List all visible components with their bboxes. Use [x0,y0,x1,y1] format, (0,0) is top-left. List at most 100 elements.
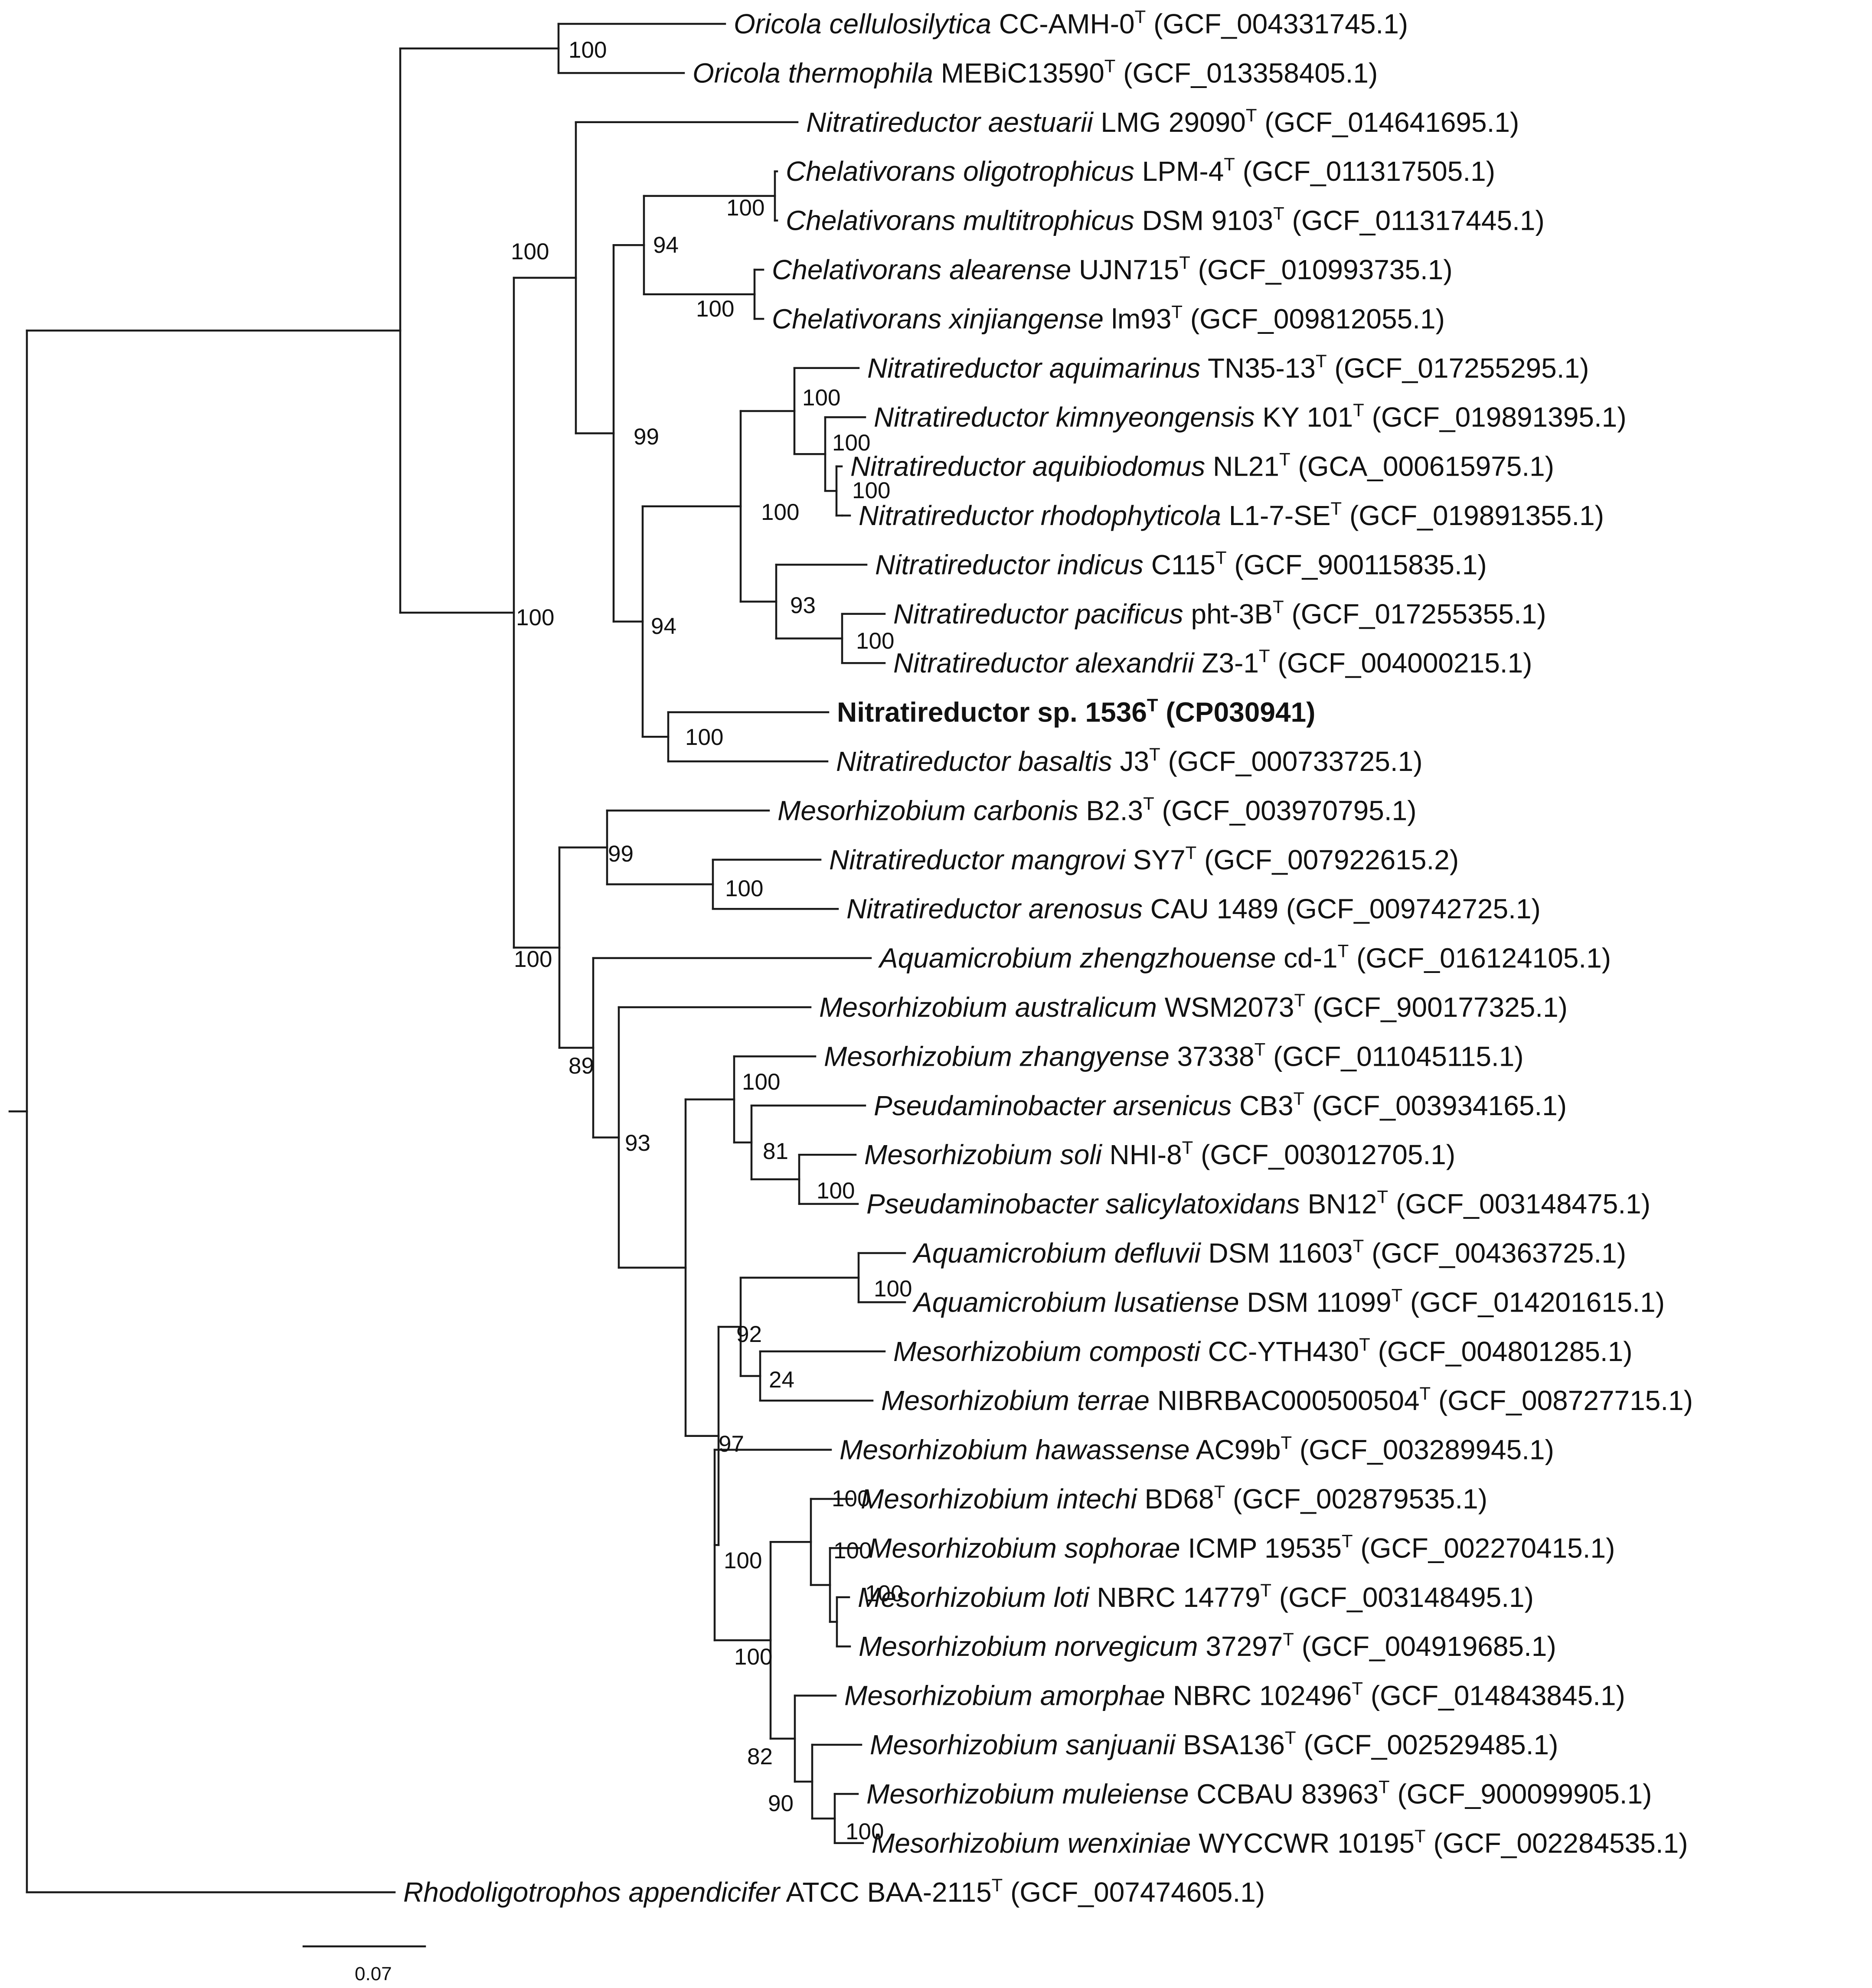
space [1364,1237,1372,1269]
type-strain-marker: T [1215,547,1227,568]
bootstrap-value: 100 [742,1069,780,1095]
space [1158,697,1166,728]
leaf-label: Nitratireductor sp. 1536T (CP030941) [837,695,1315,728]
space [1290,451,1298,482]
accession: (GCF_003148495.1) [1279,1582,1534,1613]
strain-id: J3 [1120,746,1149,777]
strain-id: NBRC 102496 [1173,1680,1352,1711]
type-strain-marker: T [1273,597,1284,617]
species-name: Pseudaminobacter salicylatoxidans [866,1188,1300,1220]
type-strain-marker: T [1316,351,1327,371]
bootstrap-value: 100 [761,499,799,525]
space [1146,8,1153,39]
strain-id: KY 101 [1262,402,1353,433]
leaf-label: Nitratireductor aquibiodomus NL21T (GCA_… [850,449,1554,482]
type-strain-marker: T [1246,105,1257,125]
strain-id: Z3-1 [1202,647,1259,679]
type-strain-marker: T [1143,793,1154,813]
accession: (GCF_014201615.1) [1410,1286,1665,1318]
leaf-label: Aquamicrobium zhengzhouense cd-1T (GCF_0… [878,941,1611,974]
leaf-label: Mesorhizobium loti NBRC 14779T (GCF_0031… [858,1580,1534,1613]
strain-id: MEBiC13590 [941,57,1104,88]
accession: (GCF_900099905.1) [1397,1778,1652,1809]
type-strain-marker: T [1214,1482,1225,1502]
space [1426,1828,1434,1859]
strain-id: BN12 [1307,1188,1377,1220]
accession: (GCF_004331745.1) [1153,8,1408,39]
species-name: Nitratireductor mangrovi [829,844,1126,875]
species-name: Chelativorans multitrophicus [786,205,1134,236]
type-strain-marker: T [1352,1678,1363,1699]
space [1134,205,1142,236]
strain-id: CC-AMH-0 [999,8,1135,39]
space [1296,1729,1304,1760]
strain-id: WSM2073 [1165,992,1294,1023]
accession: (GCF_002529485.1) [1304,1729,1558,1760]
species-name: Mesorhizobium carbonis [778,795,1078,826]
type-strain-marker: T [1392,1285,1403,1305]
space [1170,1041,1177,1072]
bootstrap-value: 100 [725,876,763,901]
bootstrap-value: 82 [747,1744,773,1769]
bootstrap-value: 100 [568,37,607,63]
species-name: Nitratireductor aquibiodomus [850,451,1205,482]
species-name: Chelativorans xinjiangense [772,303,1104,334]
space [1137,1483,1145,1515]
space [1183,303,1190,334]
strain-id: UJN715 [1079,254,1179,285]
space [1270,647,1278,679]
species-name: Nitratireductor aquimarinus [867,353,1200,384]
leaf-label: Oricola cellulosilytica CC-AMH-0T (GCF_0… [734,7,1408,39]
type-strain-marker: T [1135,7,1146,27]
type-strain-marker: T [1331,498,1342,519]
space [1134,156,1142,187]
accession: (GCF_004801285.1) [1378,1336,1633,1367]
bootstrap-value: 24 [769,1367,794,1393]
type-strain-marker: T [1186,842,1197,863]
space [1221,500,1229,531]
accession: (GCF_008727715.1) [1438,1385,1693,1416]
type-strain-marker: T [1182,1137,1193,1158]
species-name: Mesorhizobium loti [858,1582,1090,1613]
leaf-label: Oricola thermophila MEBiC13590T (GCF_013… [693,55,1378,88]
species-name: Nitratireductor alexandrii [893,647,1195,679]
strain-id: CC-YTH430 [1208,1336,1359,1367]
space [1201,1237,1209,1269]
space [1276,943,1284,974]
type-strain-marker: T [1104,55,1116,76]
type-strain-marker: T [1294,990,1306,1010]
leaf-label: Mesorhizobium sophorae ICMP 19535T (GCF_… [869,1531,1615,1564]
type-strain-marker: T [1359,1334,1370,1355]
type-strain-marker: T [1224,154,1235,174]
space [1227,549,1235,580]
species-name: Mesorhizobium hawassense [840,1434,1190,1466]
accession: (GCF_017255355.1) [1291,598,1546,630]
bootstrap-value: 100 [852,478,890,503]
space [1363,1680,1371,1711]
leaf-labels: Oricola cellulosilytica CC-AMH-0T (GCF_0… [403,7,1693,1908]
leaf-label: Mesorhizobium muleiense CCBAU 83963T (GC… [866,1776,1652,1809]
leaf-label: Rhodoligotrophos appendicifer ATCC BAA-2… [403,1875,1265,1908]
leaf-label: Nitratireductor arenosus CAU 1489 (GCF_0… [846,893,1541,924]
space [1175,1729,1183,1760]
leaf-label: Mesorhizobium terrae NIBRBAC000500504T (… [881,1383,1693,1416]
accession: (GCF_004000215.1) [1277,647,1532,679]
bootstrap-value: 100 [874,1276,912,1302]
space [1205,451,1213,482]
species-name: Chelativorans oligotrophicus [786,156,1134,187]
bootstrap-value: 100 [856,628,894,654]
strain-id: NBRC 14779 [1097,1582,1260,1613]
type-strain-marker: T [1294,1088,1305,1109]
bootstrap-value: 100 [832,1486,870,1511]
leaf-label: Nitratireductor basaltis J3T (GCF_000733… [836,744,1423,777]
accession: (GCA_000615975.1) [1298,451,1554,482]
leaf-label: Mesorhizobium australicum WSM2073T (GCF_… [819,990,1568,1023]
space [1349,943,1356,974]
bootstrap-value: 100 [726,195,764,221]
bootstrap-value: 93 [625,1130,650,1156]
bootstrap-value: 100 [817,1178,855,1204]
leaf-label: Nitratireductor kimnyeongensis KY 101T (… [874,400,1627,433]
space [1342,500,1349,531]
leaf-label: Nitratireductor aestuarii LMG 29090T (GC… [806,105,1519,138]
accession: (GCF_003148475.1) [1396,1188,1650,1220]
